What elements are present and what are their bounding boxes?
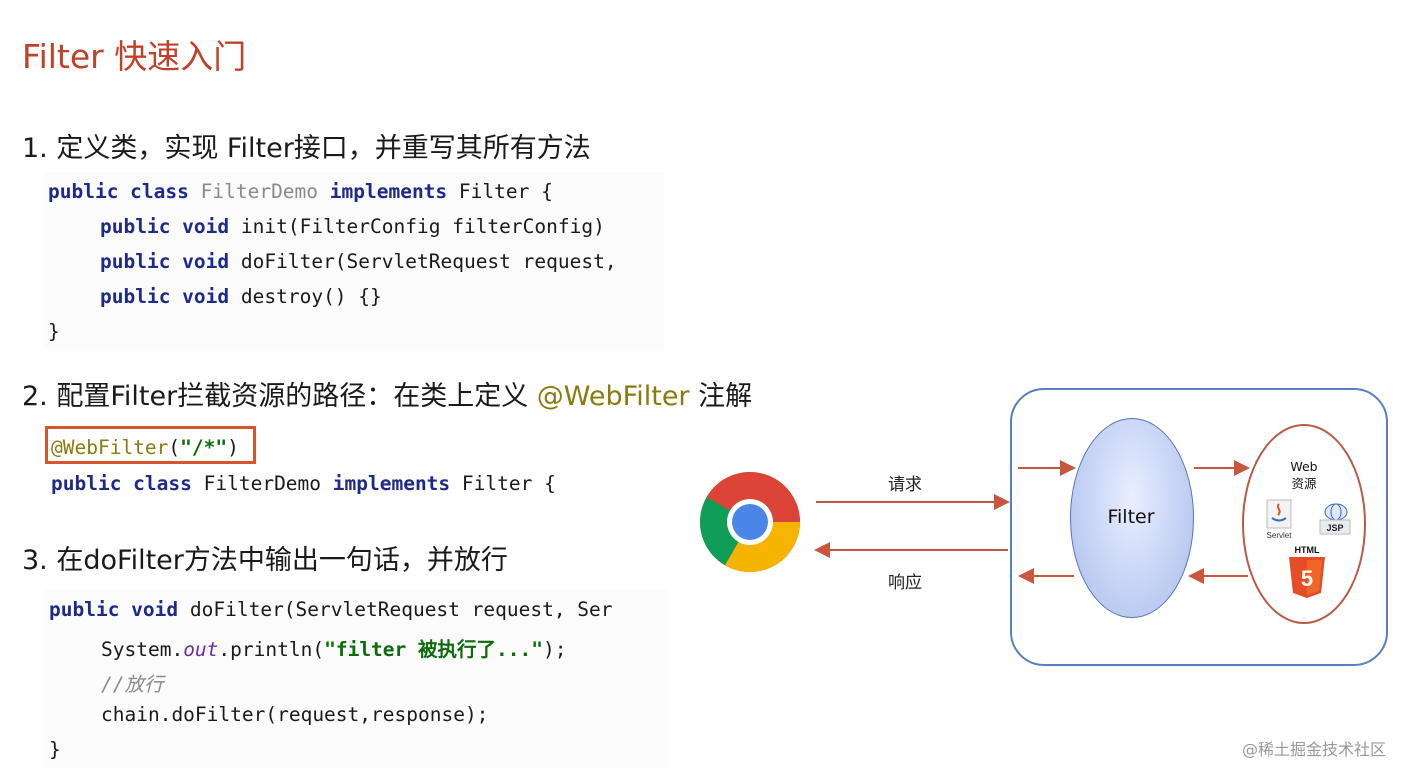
step-1-heading: 1. 定义类，实现 Filter接口，并重写其所有方法 [22,133,591,164]
response-label: 响应 [888,573,922,593]
request-label: 请求 [888,475,922,495]
watermark: @稀土掘金技术社区 [1241,740,1386,759]
code-block-1-bg [44,172,664,350]
code-line: public class FilterDemo implements Filte… [48,180,553,203]
code-line: public void destroy() {} [100,285,382,308]
page-title: Filter 快速入门 [22,37,247,76]
jsp-label: JSP [1326,523,1343,533]
code-line: public void doFilter(ServletRequest requ… [100,250,617,273]
code-line: } [49,738,61,761]
code-block-3-bg [44,590,668,768]
html5-badge-number: 5 [1301,566,1313,591]
step-2-heading: 2. 配置Filter拦截资源的路径：在类上定义 @WebFilter 注解 [22,381,753,412]
jsp-icon: JSP [1319,503,1351,535]
html-label: HTML [1295,545,1320,555]
code-line: public class FilterDemo implements Filte… [51,472,556,495]
code-block-2: @WebFilter("/*") public class FilterDemo… [51,436,556,505]
code-line: chain.doFilter(request,response); [101,703,489,726]
servlet-label: Servlet [1267,531,1293,540]
servlet-icon: Servlet [1266,499,1293,540]
html5-icon: HTML 5 [1289,545,1325,598]
step-3-heading: 3. 在doFilter方法中输出一句话，并放行 [22,545,508,576]
code-block-3: public void doFilter(ServletRequest requ… [49,598,613,761]
code-line: System.out.println("filter 被执行了..."); [101,638,567,661]
annotation-highlight-box [45,426,256,464]
filter-label: Filter [1107,506,1155,528]
code-comment: //放行 [101,673,164,696]
filter-ellipse [1070,418,1194,618]
code-block-1: public class FilterDemo implements Filte… [48,180,617,343]
code-line: } [48,320,60,343]
code-line: public void init(FilterConfig filterConf… [100,215,605,238]
chrome-icon [700,472,800,572]
code-line: public void doFilter(ServletRequest requ… [49,598,613,621]
code-line: @WebFilter("/*") [51,436,239,459]
